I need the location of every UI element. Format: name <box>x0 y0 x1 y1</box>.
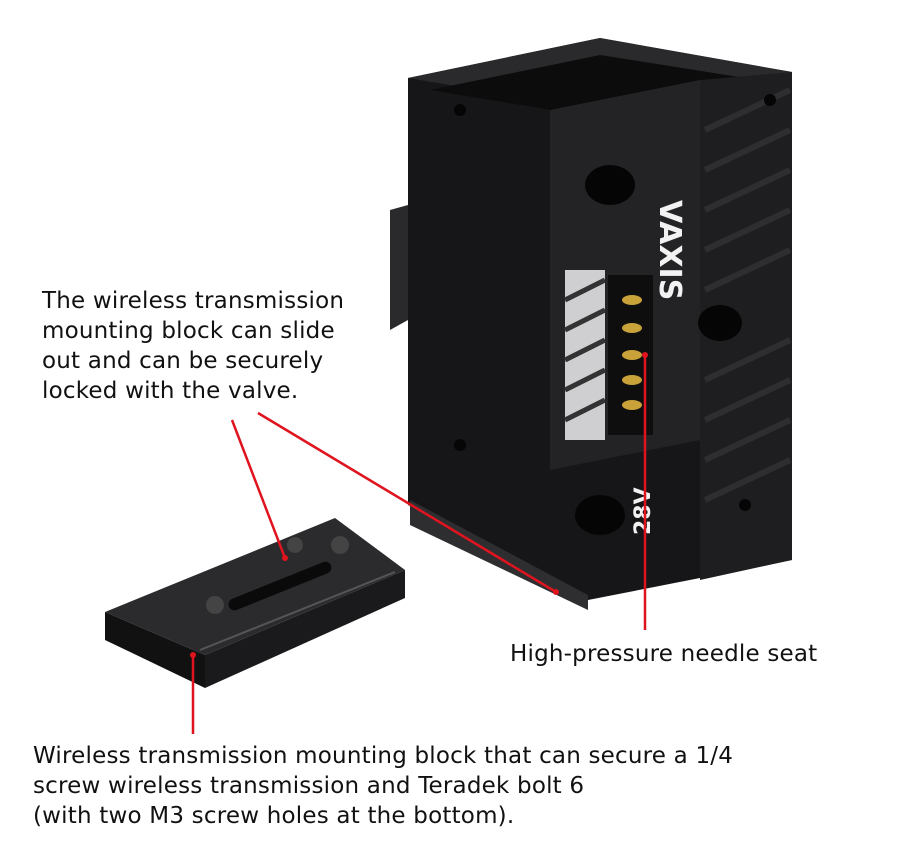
callout-line: (with two M3 screw holes at the bottom). <box>33 803 515 829</box>
callout-line: screw wireless transmission and Teradek … <box>33 773 585 799</box>
callout-line: out and can be securely <box>42 348 324 374</box>
mounting-block <box>105 518 405 688</box>
callout-line: High-pressure needle seat <box>510 641 818 667</box>
callout-line: mounting block can slide <box>42 318 335 344</box>
leader-line-slide <box>230 419 287 559</box>
callout-mounting-block: Wireless transmission mounting block tha… <box>33 741 733 831</box>
contact-pins <box>622 295 642 410</box>
callout-slide-lock: The wireless transmission mounting block… <box>42 286 344 406</box>
leader-line-lock <box>257 411 557 594</box>
callout-line: Wireless transmission mounting block tha… <box>33 743 734 769</box>
callout-needle-seat: High-pressure needle seat <box>510 639 817 669</box>
voltage-label: 28V <box>631 487 656 535</box>
battery-plate-body: VAXIS 28V <box>390 38 792 610</box>
callout-line: locked with the valve. <box>42 378 299 404</box>
callout-line: The wireless transmission <box>42 288 345 314</box>
product-logo: VAXIS <box>652 200 687 300</box>
